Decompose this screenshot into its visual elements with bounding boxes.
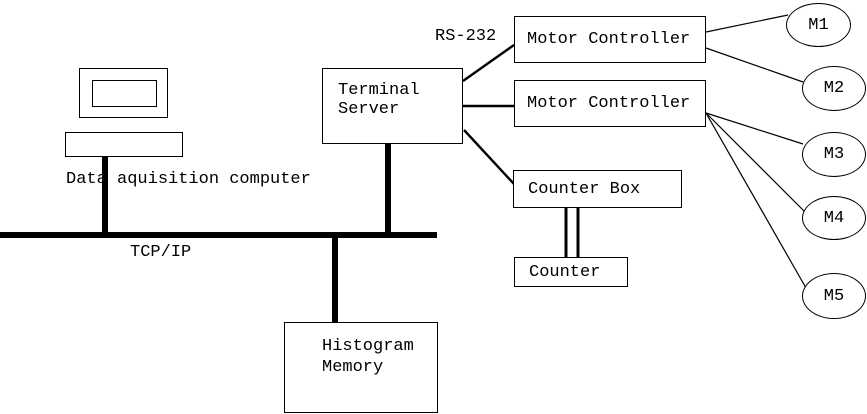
- link-mc2-to-m4: [705, 112, 805, 212]
- motor-m5-label: M5: [823, 286, 845, 306]
- terminal-server-label-line2: Server: [338, 100, 400, 119]
- terminal-server-label-line1: Terminal: [338, 81, 420, 100]
- motor-m1-ellipse: M1: [786, 3, 851, 47]
- terminal-server-box: Terminal Server: [322, 68, 463, 144]
- histogram-bus-drop: [332, 238, 338, 322]
- motor-m5-ellipse: M5: [802, 273, 866, 319]
- tcpip-label: TCP/IP: [130, 243, 192, 262]
- motor-m2-ellipse: M2: [802, 66, 866, 111]
- link-mc2-to-m5: [705, 112, 807, 289]
- computer-bus-drop: [102, 157, 108, 232]
- monitor-screen-icon: [92, 80, 157, 107]
- counter-box-label: Counter Box: [528, 179, 641, 199]
- motor-m3-ellipse: M3: [802, 132, 866, 177]
- histogram-memory-box: Histogram Memory: [284, 322, 438, 413]
- motor-m4-ellipse: M4: [802, 196, 866, 240]
- histogram-memory-label-line1: Histogram: [322, 337, 414, 356]
- counter-box: Counter: [514, 257, 628, 287]
- motor-controller-1-box: Motor Controller: [514, 16, 706, 63]
- motor-m4-label: M4: [823, 208, 845, 228]
- link-terminal-to-mc1: [462, 44, 515, 82]
- counter-box-box: Counter Box: [513, 170, 682, 208]
- counter-label: Counter: [529, 262, 601, 282]
- terminal-bus-drop: [385, 144, 391, 232]
- keyboard-icon: [65, 132, 183, 157]
- link-mc1-to-m2: [705, 47, 804, 83]
- motor-m1-label: M1: [808, 15, 829, 35]
- rs232-label: RS-232: [435, 27, 497, 46]
- motor-controller-2-label: Motor Controller: [527, 94, 691, 113]
- motor-m2-label: M2: [823, 79, 845, 98]
- link-terminal-to-counterbox: [463, 129, 515, 185]
- motor-controller-1-label: Motor Controller: [527, 30, 691, 49]
- tcpip-bus-line: [0, 232, 437, 238]
- motor-controller-2-box: Motor Controller: [514, 80, 706, 127]
- link-mc1-to-m1: [705, 14, 789, 33]
- histogram-memory-label-line2: Memory: [322, 358, 384, 377]
- motor-m3-label: M3: [823, 145, 845, 164]
- link-mc2-to-m3: [705, 112, 804, 145]
- data-acquisition-computer-label: Data aquisition computer: [66, 170, 311, 189]
